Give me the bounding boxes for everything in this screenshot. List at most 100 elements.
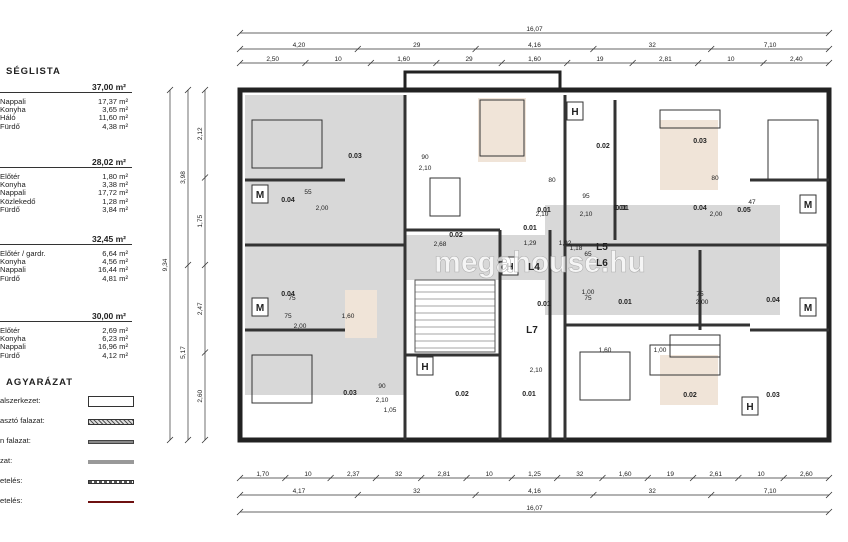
top-fine-dim-tick	[498, 59, 506, 67]
top-mid-dim-label: 4,20	[293, 42, 306, 49]
shaft-box	[416, 356, 434, 376]
inline-dimension: 2,10	[536, 211, 549, 218]
room-area: 3,38 m²	[102, 180, 128, 190]
bottom-fine-dim-label: 1,60	[619, 471, 632, 478]
bottom-fine-dim-tick	[372, 474, 380, 482]
room-tag: 0.02	[596, 143, 610, 150]
shaft-box	[566, 101, 584, 121]
unit-total-area: 32,45 m²	[91, 234, 126, 244]
room-name: Fürdő	[0, 273, 20, 283]
legend-swatch	[88, 419, 134, 425]
inline-dimension: 1,05	[384, 407, 397, 414]
room-tag: 0.01	[523, 225, 537, 232]
level-tag: L4	[528, 262, 540, 273]
top-mid-dim-tick	[236, 45, 244, 53]
level-tag: L7	[526, 325, 538, 336]
top-fine-dim-label: 29	[465, 56, 473, 63]
top-fine-dim-label: 1,60	[397, 56, 410, 63]
room-area: 6,64 m²	[102, 249, 128, 258]
inline-dimension: 1,29	[524, 240, 537, 247]
top-fine-dim-tick	[825, 59, 833, 67]
bottom-fine-dim-tick	[825, 474, 833, 482]
legend-swatch	[88, 460, 134, 464]
unit-total-area: 37,00 m²	[91, 82, 126, 92]
room-tag: 0.04	[281, 197, 295, 204]
unit-total-area: 28,02 m²	[91, 157, 126, 167]
room-area: 6,23 m²	[102, 334, 128, 344]
beige-rug	[478, 98, 526, 162]
bottom-fine-dim-tick	[327, 474, 334, 482]
furniture	[579, 351, 631, 401]
shaft-label: H	[571, 107, 578, 118]
room-area: 3,84 m²	[102, 204, 128, 214]
wc-box	[799, 194, 817, 214]
legend-key-row: n falazat:	[0, 434, 140, 448]
legend-key-row: zat:	[0, 454, 140, 468]
left-overall-dim-tick	[166, 86, 174, 94]
bottom-overall-dim-tick	[236, 508, 244, 516]
left-fine-dim-tick	[201, 436, 209, 444]
room-name: Konyha	[0, 105, 26, 115]
wc-box	[251, 184, 269, 204]
room-area: 4,12 m²	[102, 350, 128, 360]
room-tag: 0.03	[343, 390, 357, 397]
top-overall-dim-tick	[825, 29, 833, 37]
inline-dimension: 2,68	[434, 241, 447, 248]
top-mid-dim-label: 4,16	[528, 42, 541, 49]
left-mid-dim-tick	[184, 261, 192, 269]
room-name: Háló	[0, 113, 16, 123]
inline-dimension: 2,10	[530, 367, 543, 374]
wc-box	[799, 297, 817, 317]
bay-wall	[403, 70, 562, 90]
left-fine-dim-label: 2,12	[197, 127, 204, 140]
furniture	[649, 344, 721, 376]
beige-rug	[660, 355, 718, 405]
left-overall-dim-tick	[166, 436, 174, 444]
bottom-fine-dim-tick	[780, 474, 787, 482]
floor-plan-drawing: HHHHMMMMmegahouse.hu0.030.040.040.030.02…	[162, 26, 833, 516]
room-area: 17,72 m²	[98, 188, 128, 198]
top-mid-dim-tick	[825, 45, 833, 53]
top-fine-dim-tick	[563, 59, 571, 67]
bottom-overall-dim-label: 16,07	[526, 505, 543, 512]
bottom-fine-dim-tick	[236, 474, 244, 482]
bottom-fine-dim-label: 1,25	[528, 471, 541, 478]
bottom-fine-dim-tick	[644, 474, 652, 482]
top-fine-dim-tick	[760, 59, 767, 67]
bottom-fine-dim-label: 10	[486, 471, 494, 478]
room-name: Konyha	[0, 180, 26, 190]
room-tag: 0.03	[693, 138, 707, 145]
room-tag: 0.02	[449, 232, 463, 239]
bottom-fine-dim-tick	[417, 474, 425, 482]
top-fine-dim-tick	[302, 59, 309, 67]
wc-label: M	[804, 200, 812, 211]
shaft-label: H	[421, 362, 428, 373]
furniture	[669, 334, 721, 358]
bottom-mid-dim-label: 4,17	[293, 488, 306, 495]
furniture	[659, 109, 721, 129]
room-name: Konyha	[0, 334, 26, 344]
room-tag: 0.01	[615, 205, 629, 212]
inline-dimension: 1,92	[559, 240, 572, 247]
inline-dimension: 2,00	[294, 323, 307, 330]
level-tag: L5	[596, 242, 608, 253]
legend-table-title: SÉGLISTA	[6, 66, 61, 77]
legend-key-row: etelés:	[0, 494, 140, 508]
wc-box	[251, 297, 269, 317]
wc-label: M	[256, 190, 264, 201]
room-tag: 0.01	[613, 205, 627, 212]
top-fine-dim-tick	[236, 59, 244, 67]
inline-dimension: 47	[748, 199, 756, 206]
room-tag: 0.04	[766, 297, 780, 304]
gray-floor-area	[545, 205, 780, 315]
inline-dimension: 1,60	[599, 347, 612, 354]
top-fine-dim-label: 10	[727, 56, 735, 63]
room-name: Nappali	[0, 188, 26, 198]
